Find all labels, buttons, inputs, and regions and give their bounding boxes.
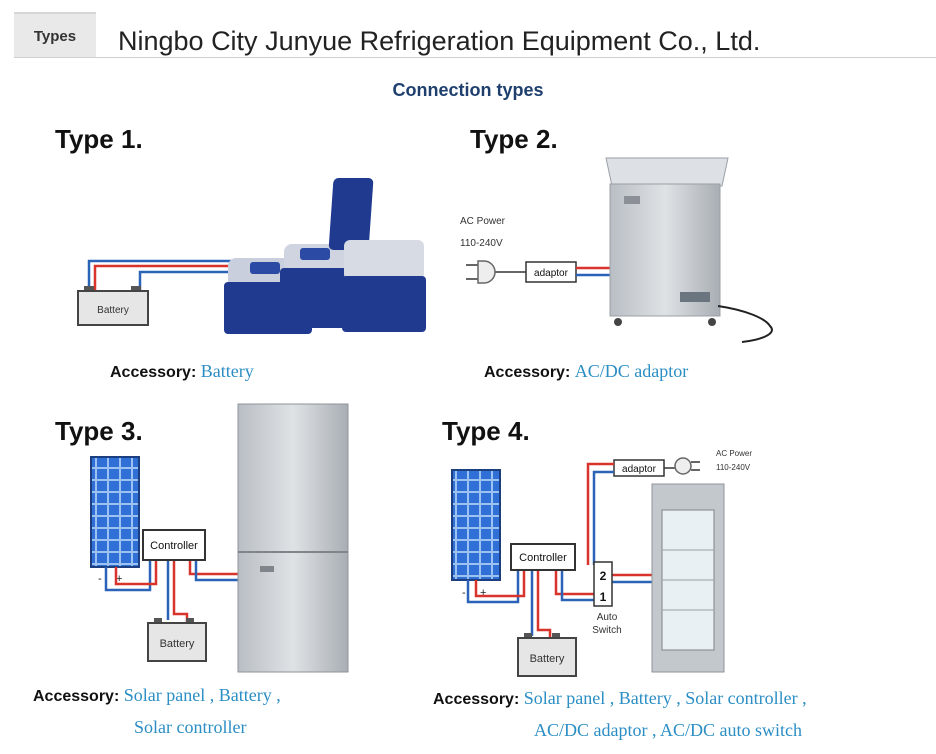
svg-text:Controller: Controller bbox=[519, 552, 567, 564]
types-tab[interactable]: Types bbox=[14, 12, 96, 58]
type2-plug-icon bbox=[466, 260, 526, 284]
type4-accessory: Accessory: Solar panel , Battery , Solar… bbox=[433, 688, 807, 709]
svg-text:AC Power: AC Power bbox=[460, 216, 506, 227]
svg-text:-: - bbox=[462, 587, 466, 599]
company-name: Ningbo City Junyue Refrigeration Equipme… bbox=[118, 26, 761, 56]
svg-text:Controller: Controller bbox=[150, 540, 198, 552]
accessory-label: Accessory: bbox=[433, 691, 520, 708]
svg-text:110-240V: 110-240V bbox=[716, 463, 751, 472]
display-fridge-icon bbox=[651, 483, 725, 673]
accessory-label: Accessory: bbox=[33, 688, 120, 705]
svg-text:Battery: Battery bbox=[160, 638, 195, 650]
type4-battery-icon: Battery bbox=[517, 633, 577, 677]
svg-text:1: 1 bbox=[600, 590, 607, 604]
type3-controller-box: Controller bbox=[142, 529, 206, 561]
type3-heading: Type 3. bbox=[55, 416, 143, 446]
type4-ac-power: AC Power 110-240V bbox=[716, 449, 752, 472]
svg-text:AC Power: AC Power bbox=[716, 449, 752, 458]
portable-cooler-medium-icon bbox=[280, 244, 356, 328]
type4-controller-box: Controller bbox=[510, 543, 576, 571]
type3-accessory: Accessory: Solar panel , Battery , bbox=[33, 685, 281, 706]
type2-heading: Type 2. bbox=[470, 124, 558, 154]
portable-cooler-large-open-icon bbox=[328, 178, 426, 332]
type4-plug-icon bbox=[664, 457, 700, 475]
svg-text:Battery: Battery bbox=[530, 653, 565, 665]
type4-solar-panel-icon: - + bbox=[451, 469, 501, 599]
type3-battery-icon: Battery bbox=[147, 618, 207, 662]
type3-solar-panel-icon: - + bbox=[90, 456, 140, 585]
type3-accessory-line1: Solar panel , Battery , bbox=[123, 685, 281, 705]
svg-text:-: - bbox=[98, 573, 102, 585]
chest-freezer-icon bbox=[605, 157, 773, 343]
svg-text:adaptor: adaptor bbox=[534, 268, 569, 279]
svg-text:2: 2 bbox=[600, 569, 607, 583]
type1-accessory: Accessory: Battery bbox=[110, 361, 254, 382]
type1-accessory-value: Battery bbox=[200, 361, 254, 381]
type4-accessory-line1: Solar panel , Battery , Solar controller… bbox=[523, 688, 807, 708]
header-divider bbox=[14, 57, 936, 58]
type3-wiring bbox=[104, 560, 240, 622]
type2-adaptor-box: adaptor bbox=[525, 261, 577, 283]
type1-heading: Type 1. bbox=[55, 124, 143, 154]
type4-adaptor-box: adaptor bbox=[613, 459, 665, 477]
svg-text:+: + bbox=[116, 573, 122, 585]
svg-text:Switch: Switch bbox=[592, 625, 621, 636]
svg-text:Battery: Battery bbox=[97, 305, 129, 316]
type3-accessory-line2: Solar controller bbox=[134, 717, 247, 737]
svg-text:110-240V: 110-240V bbox=[460, 238, 503, 249]
type1-battery-icon: Battery bbox=[77, 286, 149, 326]
diagram-title: Connection types bbox=[392, 80, 544, 100]
type2-wiring bbox=[576, 266, 612, 277]
accessory-label: Accessory: bbox=[484, 364, 571, 381]
svg-text:+: + bbox=[480, 587, 486, 599]
svg-text:adaptor: adaptor bbox=[622, 464, 657, 475]
type2-ac-power: AC Power 110-240V bbox=[460, 216, 506, 249]
auto-switch-box: 2 1 Auto Switch bbox=[592, 561, 622, 636]
type2-accessory: Accessory: AC/DC adaptor bbox=[484, 361, 688, 382]
type4-heading: Type 4. bbox=[442, 416, 530, 446]
accessory-label: Accessory: bbox=[110, 364, 197, 381]
upright-fridge-icon bbox=[237, 403, 349, 673]
svg-text:Auto: Auto bbox=[597, 612, 618, 623]
type2-accessory-value: AC/DC adaptor bbox=[574, 361, 689, 381]
type1-wiring bbox=[87, 259, 240, 290]
type4-accessory-line2: AC/DC adaptor , AC/DC auto switch bbox=[534, 720, 802, 740]
